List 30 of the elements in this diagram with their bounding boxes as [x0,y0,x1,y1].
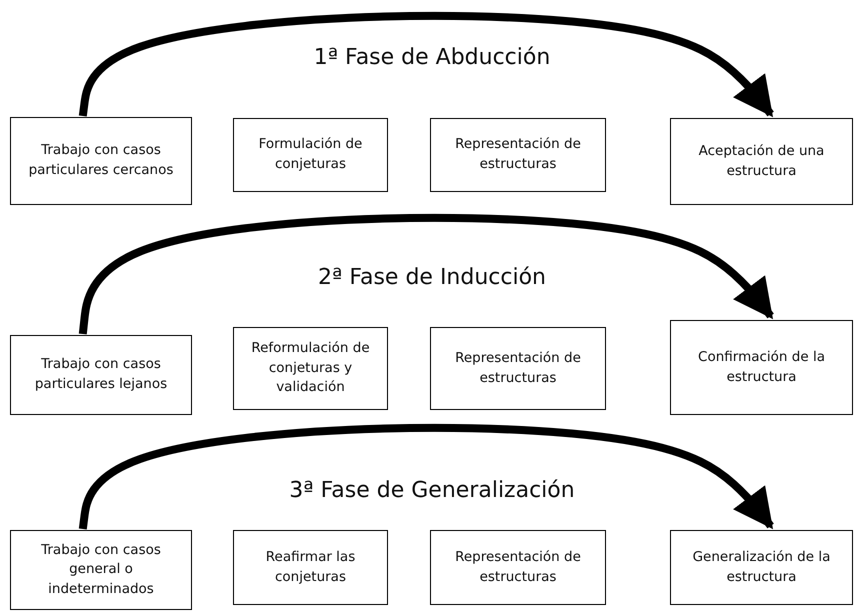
box-text: Reformulación de conjeturas y validación [250,339,371,398]
box-text: Formulación de conjeturas [258,135,364,174]
curved-arrow [78,214,774,334]
box-text: Confirmación de la estructura [697,348,826,386]
process-box [10,530,192,610]
phase-title: 2ª Fase de Inducción [318,265,546,290]
box-text: Trabajo con casos general o indeterminados [40,540,162,599]
process-box [233,118,388,192]
box-text: Representación de estructuras [454,135,582,174]
curved-arrow [78,12,774,118]
process-box [430,327,606,410]
process-box [10,117,192,205]
process-box [430,118,606,192]
box-text: Generalización de la estructura [692,548,832,586]
phase-title: 1ª Fase de Abducción [314,45,550,70]
box-text: Aceptación de una estructura [698,142,826,180]
box-text: Representación de estructuras [454,548,582,586]
process-box [670,530,853,605]
process-box [430,530,606,605]
phase-title: 3ª Fase de Generalización [289,478,575,503]
process-box [233,327,388,410]
curved-arrow [78,424,774,530]
process-box [670,118,853,205]
box-text: Trabajo con casos particulares cercanos [28,141,174,180]
box-text: Representación de estructuras [454,348,582,388]
process-box [670,320,853,415]
process-box [233,530,388,605]
process-box [10,335,192,415]
box-text: Trabajo con casos particulares lejanos [34,355,168,394]
box-text: Reafirmar las conjeturas [264,548,356,586]
